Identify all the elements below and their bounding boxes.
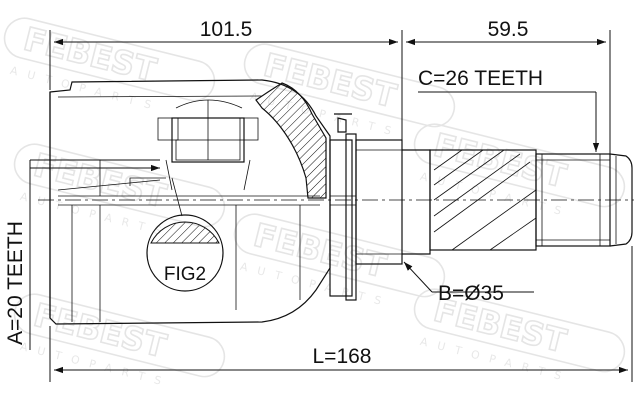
callout-inner-spline: A=20 TEETH [4, 159, 160, 350]
watermark-logo: FEBEST AUTOPARTS [413, 123, 626, 220]
inner-spline-label: A=20 TEETH [4, 221, 27, 345]
joint-housing: FIG2 [49, 79, 331, 325]
seal-diameter-label: B=Ø35 [438, 282, 504, 305]
detail-circle [146, 214, 224, 292]
watermark-logo: FEBEST AUTOPARTS [3, 17, 216, 114]
total-length-value: L=168 [313, 345, 372, 368]
watermark-logo: FEBEST AUTOPARTS [13, 293, 226, 390]
dim-total-length: L=168 [49, 246, 633, 382]
output-shaft [355, 139, 633, 265]
callout-outer-spline: C=26 TEETH [418, 67, 600, 152]
callout-seal-diameter: B=Ø35 [403, 261, 534, 305]
fig2-label: FIG2 [164, 264, 206, 285]
outer-spline-label: C=26 TEETH [418, 67, 543, 90]
spline-teeth [433, 149, 537, 251]
housing-upper-section [255, 82, 327, 199]
housing-length-value: 101.5 [200, 18, 253, 41]
dim-shaft-length: 59.5 [406, 18, 611, 154]
shaft-length-value: 59.5 [488, 18, 529, 41]
dim-housing-length: 101.5 [49, 18, 403, 150]
detail-circle-hatch [150, 221, 220, 244]
